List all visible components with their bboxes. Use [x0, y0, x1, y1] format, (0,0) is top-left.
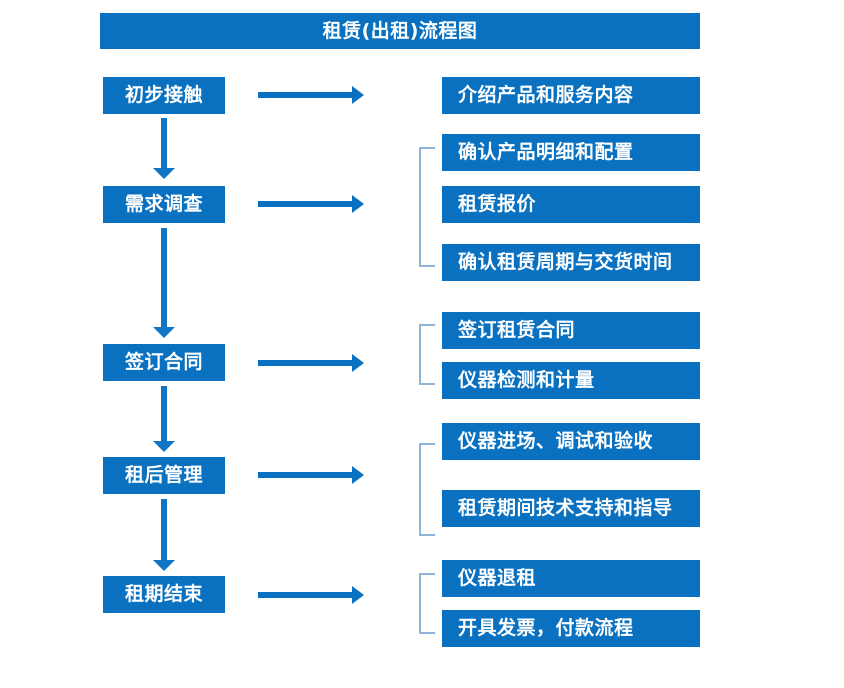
- branch-arrow-right-1: [258, 86, 364, 104]
- detail-box-confirm-lease-period-delivery[interactable]: 确认租赁周期与交货时间: [442, 244, 700, 281]
- detail-box-intro-products-services[interactable]: 介绍产品和服务内容: [442, 77, 700, 114]
- arrow-shaft: [161, 228, 167, 327]
- arrow-head: [153, 441, 175, 452]
- arrow-shaft: [161, 118, 167, 168]
- arrow-head: [352, 354, 364, 372]
- arrow-shaft: [258, 360, 353, 366]
- stage-box-initial-contact[interactable]: 初步接触: [103, 77, 225, 114]
- arrow-shaft: [161, 386, 167, 441]
- detail-box-sign-lease-contract[interactable]: 签订租赁合同: [442, 312, 700, 349]
- stage-box-sign-contract[interactable]: 签订合同: [103, 344, 225, 381]
- arrow-shaft: [258, 201, 353, 207]
- arrow-shaft: [258, 92, 353, 98]
- arrow-head: [352, 195, 364, 213]
- detail-box-lease-quotation[interactable]: 租赁报价: [442, 186, 700, 223]
- arrow-head: [153, 168, 175, 179]
- group-bracket-2: [419, 147, 435, 267]
- flow-arrow-down-2: [153, 228, 175, 338]
- stage-box-lease-end[interactable]: 租期结束: [103, 576, 225, 613]
- arrow-head: [352, 86, 364, 104]
- arrow-head: [153, 327, 175, 338]
- stage-box-demand-survey[interactable]: 需求调查: [103, 186, 225, 223]
- arrow-head: [352, 466, 364, 484]
- detail-box-instrument-inspection-metrology[interactable]: 仪器检测和计量: [442, 362, 700, 399]
- branch-arrow-right-3: [258, 354, 364, 372]
- branch-arrow-right-4: [258, 466, 364, 484]
- detail-box-instrument-return[interactable]: 仪器退租: [442, 560, 700, 597]
- stage-box-post-lease-management[interactable]: 租后管理: [103, 457, 225, 494]
- detail-box-instrument-onsite-debug-acceptance[interactable]: 仪器进场、调试和验收: [442, 423, 700, 460]
- group-bracket-3: [419, 324, 435, 385]
- flow-arrow-down-1: [153, 118, 175, 179]
- arrow-head: [153, 560, 175, 571]
- detail-box-confirm-product-spec[interactable]: 确认产品明细和配置: [442, 134, 700, 171]
- detail-box-lease-period-tech-support[interactable]: 租赁期间技术支持和指导: [442, 490, 700, 527]
- diagram-title: 租赁(出租)流程图: [100, 13, 700, 49]
- branch-arrow-right-5: [258, 586, 364, 604]
- group-bracket-5: [419, 573, 435, 634]
- branch-arrow-right-2: [258, 195, 364, 213]
- detail-box-invoice-payment-process[interactable]: 开具发票，付款流程: [442, 610, 700, 647]
- flow-arrow-down-4: [153, 499, 175, 571]
- arrow-shaft: [258, 592, 353, 598]
- group-bracket-4: [419, 443, 435, 536]
- arrow-shaft: [258, 472, 353, 478]
- flow-arrow-down-3: [153, 386, 175, 452]
- arrow-shaft: [161, 499, 167, 560]
- arrow-head: [352, 586, 364, 604]
